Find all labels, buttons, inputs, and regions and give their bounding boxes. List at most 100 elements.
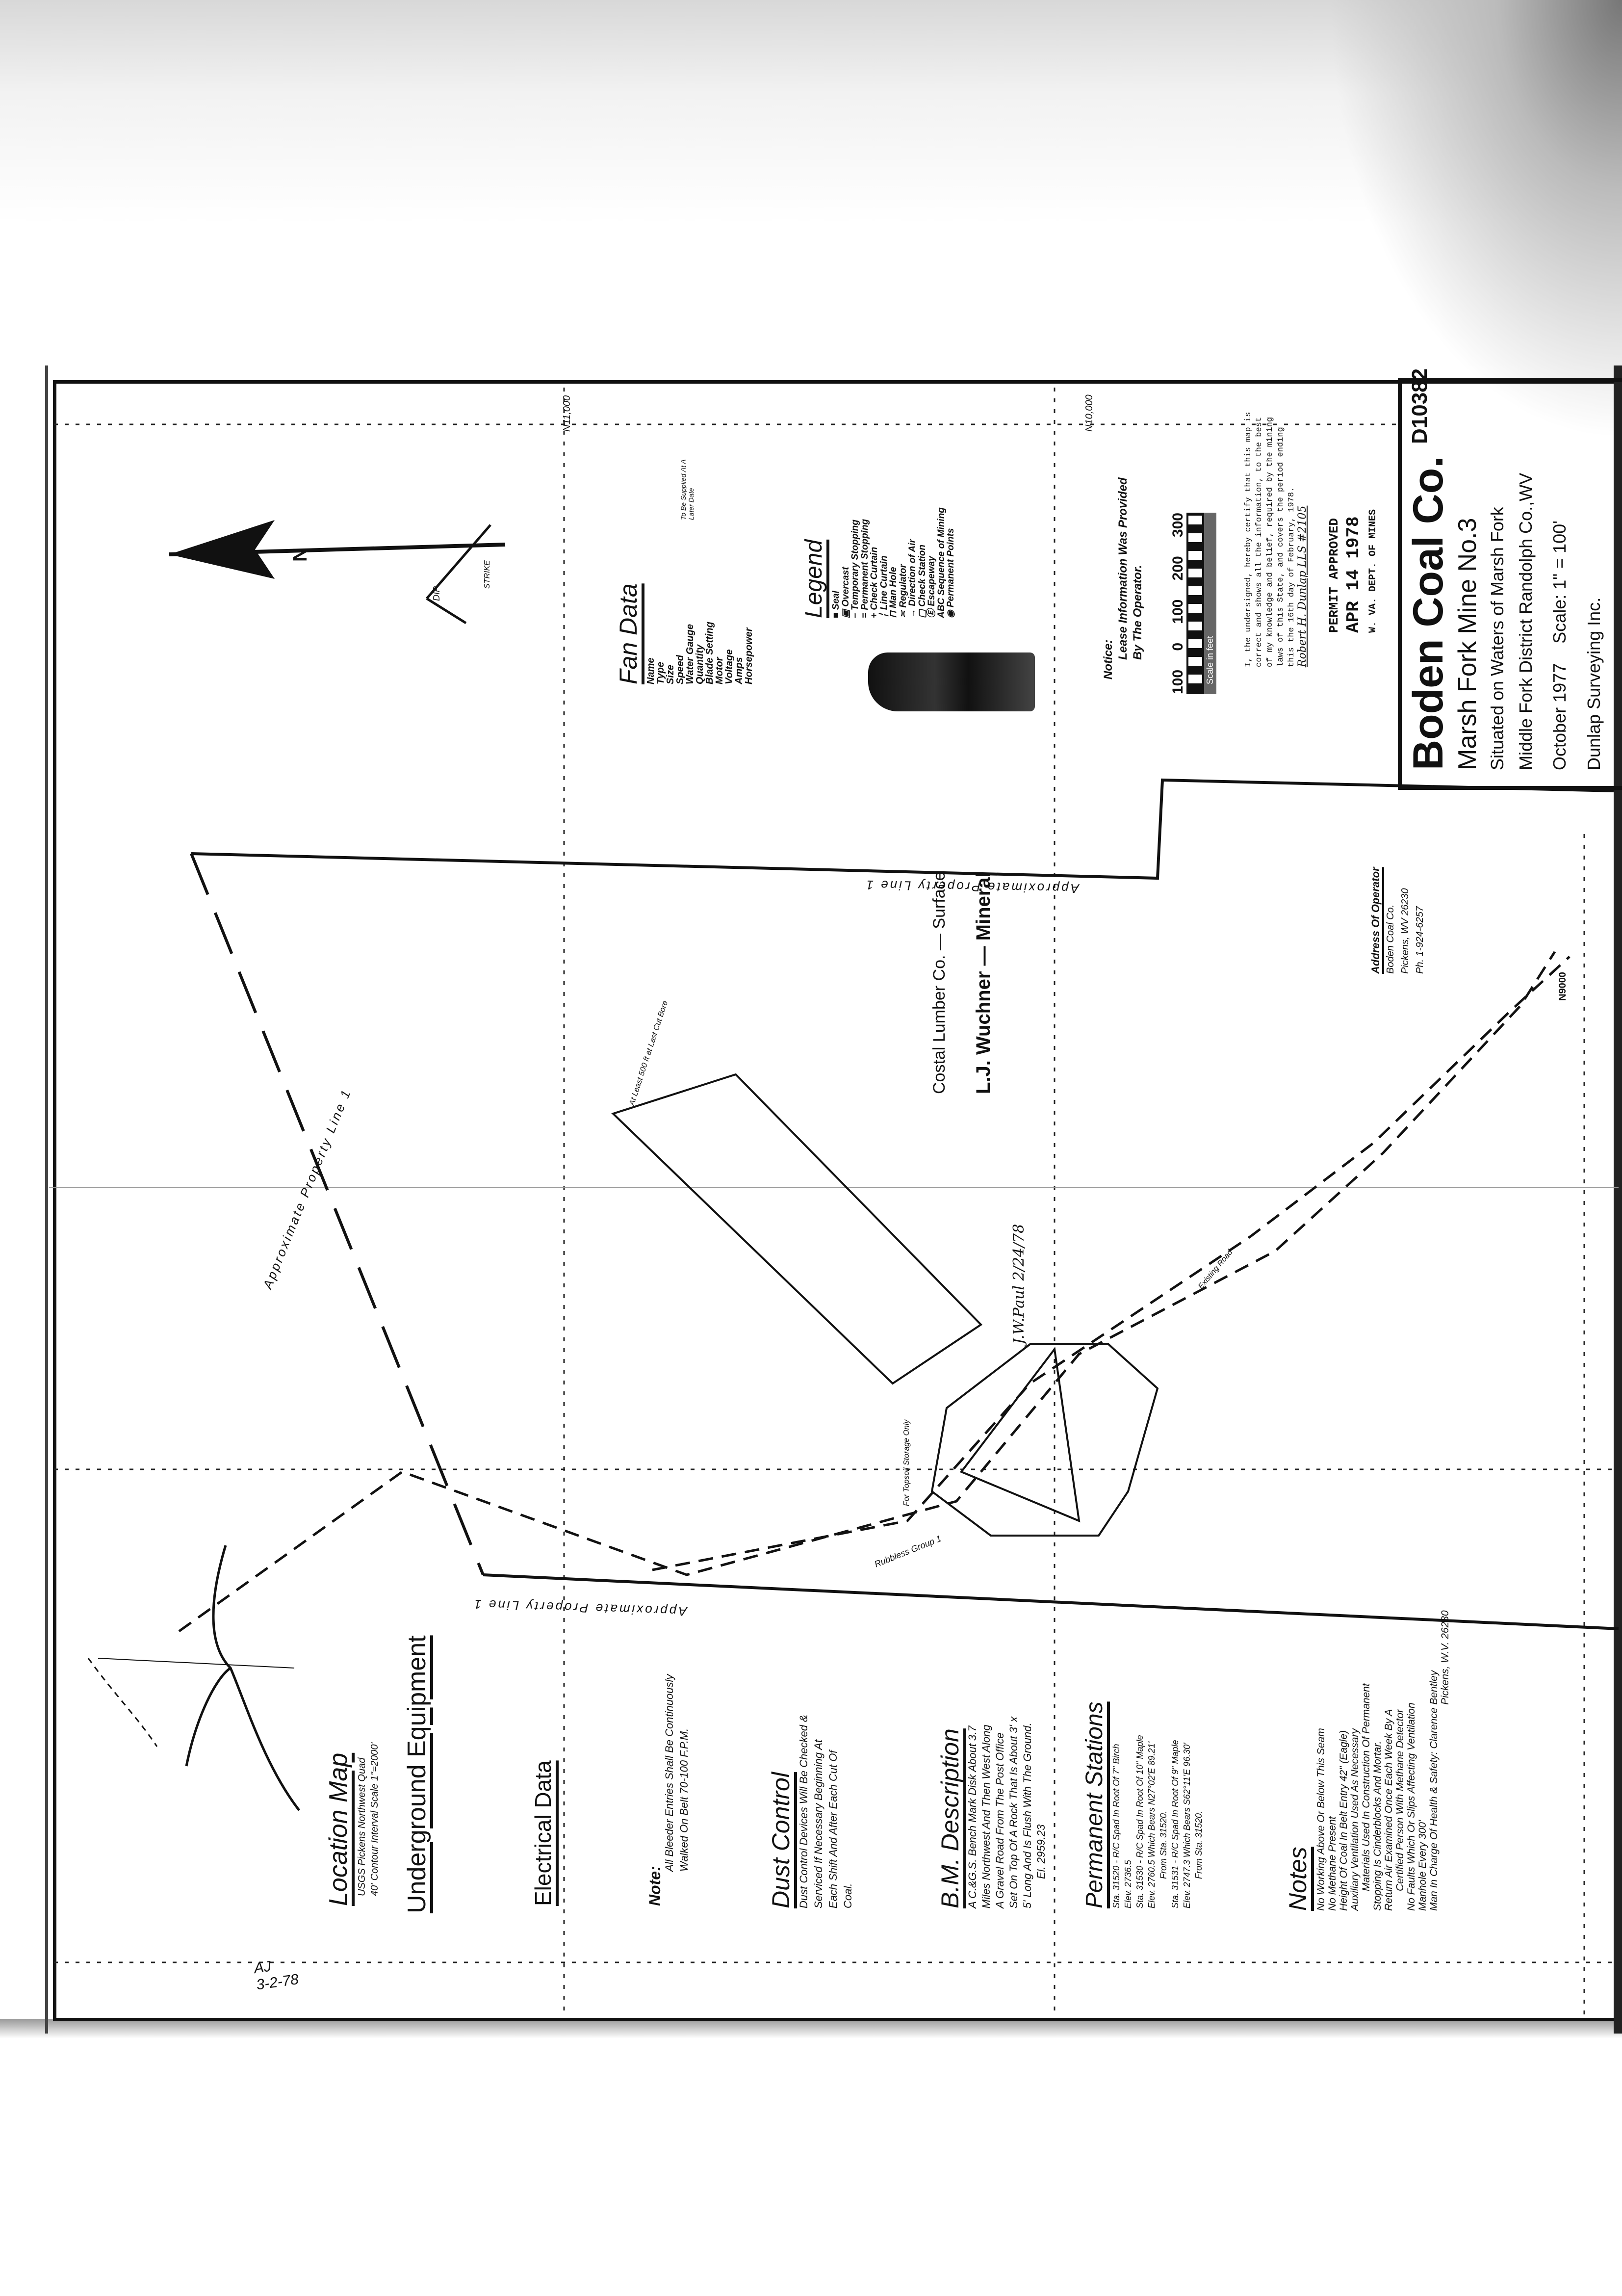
topsoil-storage: [959, 1346, 1081, 1523]
location-map-title: Location Map: [324, 1752, 353, 1906]
fan-data-note-line: To Be Supplied At A: [679, 459, 687, 520]
address-line: Boden Coal Co.: [1385, 904, 1396, 974]
legend-item-sequence: ABC Sequence of Mining: [936, 507, 947, 618]
address-title: Address Of Operator: [1369, 867, 1382, 974]
mine-entry: [178, 951, 1556, 1633]
legend-label: Check Curtain: [869, 547, 879, 610]
legend-label: Permanent Points: [946, 528, 956, 608]
station-line: From Sta. 31520.: [1194, 1810, 1204, 1879]
scale-label: 0: [1170, 642, 1186, 651]
bm-description-title: B.M. Description: [936, 1728, 964, 1908]
mine-name: Marsh Fork Mine No.3: [1453, 518, 1482, 770]
notes-line: Auxiliary Ventilation Used As Necessary: [1349, 1728, 1361, 1911]
scale-bar-graphic: [1186, 513, 1204, 694]
fan-data-field: Blade Setting: [704, 622, 715, 684]
notes-line: Certified Person With Methane Detector: [1394, 1709, 1406, 1891]
dust-control-line: Coal.: [842, 1883, 854, 1908]
legend-item-temporary-stopping: – Temporary Stopping: [850, 520, 860, 618]
inspector-signature: J.W.Paul 2/24/78: [1010, 1224, 1028, 1344]
scale-label: 200: [1170, 556, 1186, 581]
location-map-sketch: [87, 1545, 300, 1811]
notes-line: Return Air Examined Once Each Week By A: [1383, 1709, 1394, 1911]
legend-item-permanent-points: ◉ Permanent Points: [946, 528, 956, 618]
grid-label-n10000: N10,000: [1084, 394, 1095, 432]
legend-item-check-station: ▢ Check Station: [917, 545, 927, 618]
permanent-stations-title: Permanent Stations: [1081, 1701, 1107, 1908]
legend-label: Man Hole: [888, 567, 899, 608]
mineral-owner: L.J. Wuchner — Mineral: [973, 872, 994, 1094]
note-label: Note:: [646, 1866, 664, 1906]
sheet-edge-right: [1614, 365, 1622, 2034]
mine-workings: [611, 1073, 983, 1385]
legend-label: Sequence of Mining: [936, 507, 947, 596]
stamp-date: APR 14 1978: [1343, 516, 1364, 633]
station-line: Elev. 2736.5: [1123, 1860, 1133, 1908]
notes-line: Height Of Coal In Belt Entry 42" (Eagle): [1338, 1730, 1349, 1911]
notice: Notice: Lease Information Was Provided B…: [1101, 477, 1145, 679]
bm-description-line: Miles Northwest And Then West Along: [980, 1724, 992, 1908]
legend-item-direction-of-air: → Direction of Air: [907, 539, 918, 618]
sheet-edge-left: [45, 365, 48, 2034]
title-block: [1398, 378, 1622, 790]
legend-label: Overcast: [840, 567, 851, 607]
property-line: [191, 778, 1614, 880]
surveyor-signature: Robert H. Dunlap LLS #2105: [1296, 505, 1309, 667]
note-line: Walked On Belt 70-100 F.P.M.: [678, 1728, 690, 1872]
fan-data-field: Speed: [675, 654, 686, 684]
station-line: From Sta. 31520.: [1159, 1810, 1168, 1879]
map-border: [53, 380, 1622, 2021]
dust-control-title: Dust Control: [767, 1772, 795, 1908]
scale-label: 100: [1170, 599, 1186, 624]
electrical-data-title: Electrical Data: [530, 1760, 556, 1906]
location-map-caption: Location Map USGS Pickens Northwest Quad…: [321, 1743, 381, 1906]
fan-data-field: Horsepower: [744, 627, 754, 684]
map-id: D10382: [1408, 368, 1432, 444]
certification-line: correct and shows all the information, t…: [1255, 417, 1264, 667]
dust-control-line: Each Shift And After Each Cut Of: [827, 1750, 839, 1908]
surveyor-text: Dunlap Surveying Inc.: [1584, 597, 1604, 770]
legend-label: Line Curtain: [878, 555, 889, 610]
legend-item-permanent-stopping: = Permanent Stopping: [859, 519, 870, 618]
scale-label: 100: [1170, 669, 1186, 694]
topsoil-storage-label: For Topsoil Storage Only: [902, 1419, 911, 1506]
notes-line: No Methane Present: [1327, 1816, 1338, 1911]
bm-description: B.M. Description A C.&G.S. Bench Mark Di…: [934, 1717, 1048, 1908]
certification-line: of my knowledge and belief, required by …: [1265, 417, 1275, 667]
legend-item-regulator: ≍ Regulator: [898, 564, 908, 618]
fan-data-note: To Be Supplied At A Later Date: [679, 459, 695, 520]
notice-label: Notice:: [1102, 639, 1115, 679]
notes-line: Stopping Is Cinderblocks And Mortar.: [1372, 1741, 1383, 1911]
date-text: October 1977: [1549, 663, 1570, 770]
underground-equipment-title: Underground Equipment: [403, 1635, 431, 1913]
dust-control: Dust Control Dust Control Devices Will B…: [765, 1715, 855, 1908]
address-line: Pickens, WV 26230: [1400, 888, 1411, 974]
notes-line: Manhole Every 300': [1417, 1820, 1428, 1911]
situated-text: Situated on Waters of Marsh Fork: [1487, 507, 1507, 770]
photocopy-artifact: [868, 652, 1035, 711]
surveyor-certification: I, the undersigned, hereby certify that …: [1243, 412, 1309, 667]
dust-control-line: Serviced If Necessary Beginning At: [812, 1739, 824, 1908]
address-line: Ph. 1-924-6257: [1415, 906, 1425, 974]
fan-data-field: Voltage: [724, 649, 735, 685]
certification-line: this the 16th day of February, 1978.: [1287, 487, 1296, 667]
legend-label: Direction of Air: [907, 539, 918, 606]
notes-line: Pickens, W.V. 26230: [1440, 1610, 1451, 1705]
notes-line: Man In Charge Of Health & Safety: Claren…: [1428, 1670, 1440, 1911]
bm-description-line: A Gravel Road From The Post Office: [994, 1732, 1006, 1908]
location-map-line: 40' Contour Interval Scale 1"=2000': [369, 1742, 380, 1896]
stamp-line: PERMIT APPROVED: [1327, 518, 1341, 633]
scale-label: 300: [1170, 513, 1186, 538]
legend-label: Permanent Stopping: [859, 519, 870, 610]
legend-label: Regulator: [898, 564, 908, 608]
north-arrow-icon: [169, 520, 506, 625]
legend-item-overcast: ▣ Overcast: [840, 567, 851, 618]
location-map-line: USGS Pickens Northwest Quad: [357, 1757, 367, 1896]
fan-data-field: Type: [655, 662, 666, 684]
mine-entry: [652, 956, 1571, 1571]
legend-item-check-curtain: + Check Curtain: [869, 547, 879, 618]
notes-title: Notes: [1284, 1847, 1312, 1911]
note-line: All Bleeder Entries Shall Be Continuousl…: [663, 1674, 675, 1872]
bm-description-line: Set On Top Of A Rock That Is About 3' x: [1007, 1716, 1020, 1908]
scale-bar: 100 0 100 200 300 Scale in feet: [1170, 513, 1216, 694]
